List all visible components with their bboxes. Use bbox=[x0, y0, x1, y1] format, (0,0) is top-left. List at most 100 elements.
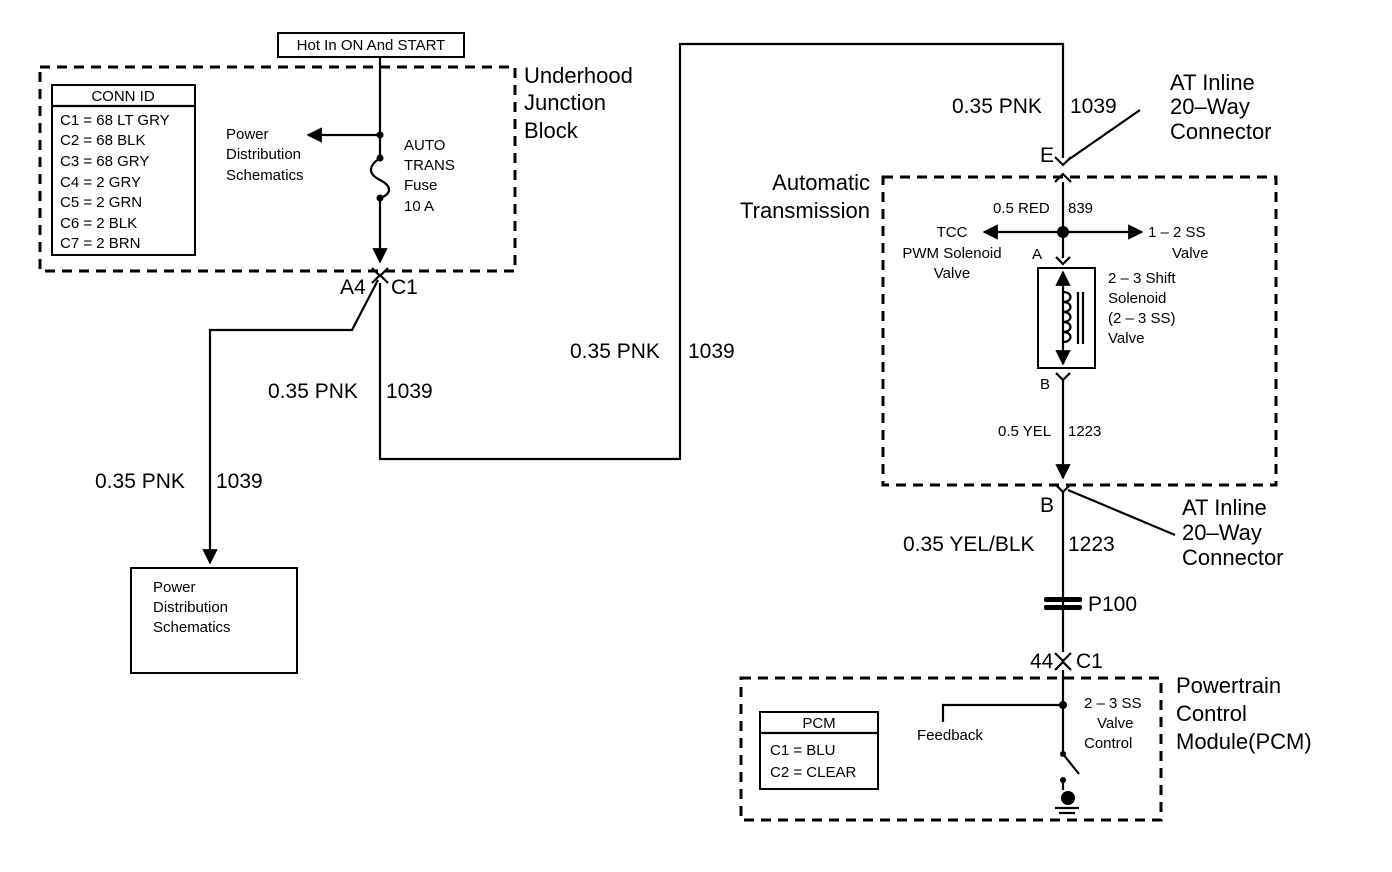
svg-text:Valve: Valve bbox=[934, 265, 970, 282]
pcm-conn: C1 bbox=[1076, 650, 1103, 673]
conn-row: C6 = 2 BLK bbox=[60, 215, 137, 232]
svg-text:Control: Control bbox=[1084, 735, 1132, 752]
wire-label: 0.5 RED bbox=[993, 200, 1050, 217]
fuse-label: AUTO TRANS Fuse 10 A bbox=[404, 137, 455, 215]
automatic-transmission-boundary bbox=[881, 175, 1278, 487]
connector-b-icon bbox=[1055, 372, 1071, 382]
inline-top-label: AT Inline 20–Way Connector bbox=[1170, 70, 1272, 144]
pcm-title: Powertrain Control Module(PCM) bbox=[1176, 673, 1312, 754]
svg-text:TCC: TCC bbox=[937, 224, 968, 241]
solenoid-box bbox=[1037, 267, 1096, 369]
svg-text:Powertrain: Powertrain bbox=[1176, 673, 1281, 698]
svg-text:2 – 3 Shift: 2 – 3 Shift bbox=[1108, 270, 1176, 287]
pcm-table-title: PCM bbox=[802, 715, 835, 732]
wire-label: 0.35 PNK bbox=[570, 340, 660, 363]
svg-text:20–Way: 20–Way bbox=[1170, 94, 1250, 119]
splice-label: P100 bbox=[1088, 593, 1137, 616]
conn-c1: C1 bbox=[391, 276, 418, 299]
svg-text:AT Inline: AT Inline bbox=[1170, 70, 1255, 95]
conn-row: C1 = 68 LT GRY bbox=[60, 112, 170, 129]
wire-label: 0.35 PNK bbox=[95, 470, 185, 493]
svg-text:AUTO: AUTO bbox=[404, 137, 445, 154]
leader-line bbox=[1067, 109, 1141, 161]
wire-label: 0.35 PNK bbox=[268, 380, 358, 403]
tcc-label: TCC PWM Solenoid Valve bbox=[902, 224, 1001, 282]
ss23-control-label: 2 – 3 SS Valve Control bbox=[1084, 695, 1142, 752]
ground-icon bbox=[1055, 791, 1079, 815]
svg-text:Underhood: Underhood bbox=[524, 63, 633, 88]
svg-text:Junction: Junction bbox=[524, 90, 606, 115]
wire-label: 0.35 PNK bbox=[952, 95, 1042, 118]
pcm-table: PCM C1 = BLU C2 = CLEAR bbox=[759, 711, 879, 790]
ss12-label: 1 – 2 SS Valve bbox=[1148, 224, 1208, 262]
wire-label: 1039 bbox=[386, 380, 433, 403]
svg-text:Distribution: Distribution bbox=[226, 146, 301, 163]
conn-row: C7 = 2 BRN bbox=[60, 235, 140, 252]
conn-row: C4 = 2 GRY bbox=[60, 174, 141, 191]
svg-text:Module(PCM): Module(PCM) bbox=[1176, 729, 1312, 754]
svg-text:20–Way: 20–Way bbox=[1182, 520, 1262, 545]
pin-a: A bbox=[1032, 246, 1042, 263]
wire-1039-main bbox=[378, 42, 1065, 461]
svg-text:Control: Control bbox=[1176, 701, 1247, 726]
inline-bottom-label: AT Inline 20–Way Connector bbox=[1182, 495, 1284, 570]
svg-text:Power: Power bbox=[226, 126, 269, 143]
pcm-connector-icon bbox=[1054, 652, 1072, 663]
svg-text:AT Inline: AT Inline bbox=[1182, 495, 1267, 520]
solenoid-coil-icon bbox=[1062, 290, 1072, 344]
wire-label: 1039 bbox=[688, 340, 735, 363]
power-distribution-box-label: Power Distribution Schematics bbox=[153, 579, 231, 636]
svg-text:Power: Power bbox=[153, 579, 196, 596]
svg-text:Valve: Valve bbox=[1172, 245, 1208, 262]
conn-row: C3 = 68 GRY bbox=[60, 153, 149, 170]
svg-text:1 – 2 SS: 1 – 2 SS bbox=[1148, 224, 1206, 241]
feedback-wire bbox=[941, 703, 1063, 722]
pin-a4: A4 bbox=[340, 276, 366, 299]
svg-text:Connector: Connector bbox=[1182, 545, 1284, 570]
conn-id-table: CONN ID C1 = 68 LT GRY C2 = 68 BLK C3 = … bbox=[51, 84, 196, 256]
pin-b-inline: B bbox=[1040, 494, 1054, 517]
wire-label: 1039 bbox=[1070, 95, 1117, 118]
conn-row: C2 = 68 BLK bbox=[60, 132, 145, 149]
inline-connector-e-icon bbox=[1054, 156, 1072, 167]
pcm-table-row: C2 = CLEAR bbox=[770, 764, 856, 781]
svg-text:(2 – 3 SS): (2 – 3 SS) bbox=[1108, 310, 1176, 327]
hot-in-label-box bbox=[277, 32, 465, 58]
svg-text:Schematics: Schematics bbox=[226, 167, 304, 184]
svg-text:Valve: Valve bbox=[1108, 330, 1144, 347]
connector-a-icon bbox=[1055, 256, 1071, 266]
svg-text:Block: Block bbox=[524, 118, 579, 143]
power-distribution-box bbox=[130, 567, 298, 674]
wire-label: 0.35 YEL/BLK bbox=[903, 533, 1035, 556]
svg-text:Transmission: Transmission bbox=[740, 198, 870, 223]
svg-text:Automatic: Automatic bbox=[772, 170, 870, 195]
pcm-table-row: C1 = BLU bbox=[770, 742, 835, 759]
switch-icon bbox=[1062, 753, 1080, 775]
wire-label: 1039 bbox=[216, 470, 263, 493]
hot-in-label: Hot In ON And START bbox=[297, 37, 446, 54]
svg-text:Valve: Valve bbox=[1097, 715, 1133, 732]
svg-text:Solenoid: Solenoid bbox=[1108, 290, 1166, 307]
svg-text:10 A: 10 A bbox=[404, 198, 434, 215]
fuse-icon bbox=[369, 157, 391, 200]
conn-row: C5 = 2 GRN bbox=[60, 194, 142, 211]
feedback-label: Feedback bbox=[917, 727, 983, 744]
svg-text:PWM Solenoid: PWM Solenoid bbox=[902, 245, 1001, 262]
wire-to-power-dist bbox=[202, 279, 379, 565]
pcm-pin: 44 bbox=[1030, 650, 1054, 673]
power-dist-label: Power Distribution Schematics bbox=[226, 126, 304, 184]
underhood-title: Underhood Junction Block bbox=[524, 63, 633, 143]
conn-id-title: CONN ID bbox=[91, 88, 155, 105]
transmission-title: Automatic Transmission bbox=[740, 170, 870, 223]
splice-p100-icon bbox=[1044, 597, 1082, 610]
solenoid-label: 2 – 3 Shift Solenoid (2 – 3 SS) Valve bbox=[1108, 270, 1176, 347]
svg-text:Schematics: Schematics bbox=[153, 619, 231, 636]
wire-label: 1223 bbox=[1068, 423, 1101, 440]
wire-label: 839 bbox=[1068, 200, 1093, 217]
svg-text:2 – 3 SS: 2 – 3 SS bbox=[1084, 695, 1142, 712]
pcm-boundary bbox=[739, 676, 1163, 822]
wire-label: 1223 bbox=[1068, 533, 1115, 556]
svg-text:TRANS: TRANS bbox=[404, 157, 455, 174]
svg-text:Connector: Connector bbox=[1170, 119, 1272, 144]
